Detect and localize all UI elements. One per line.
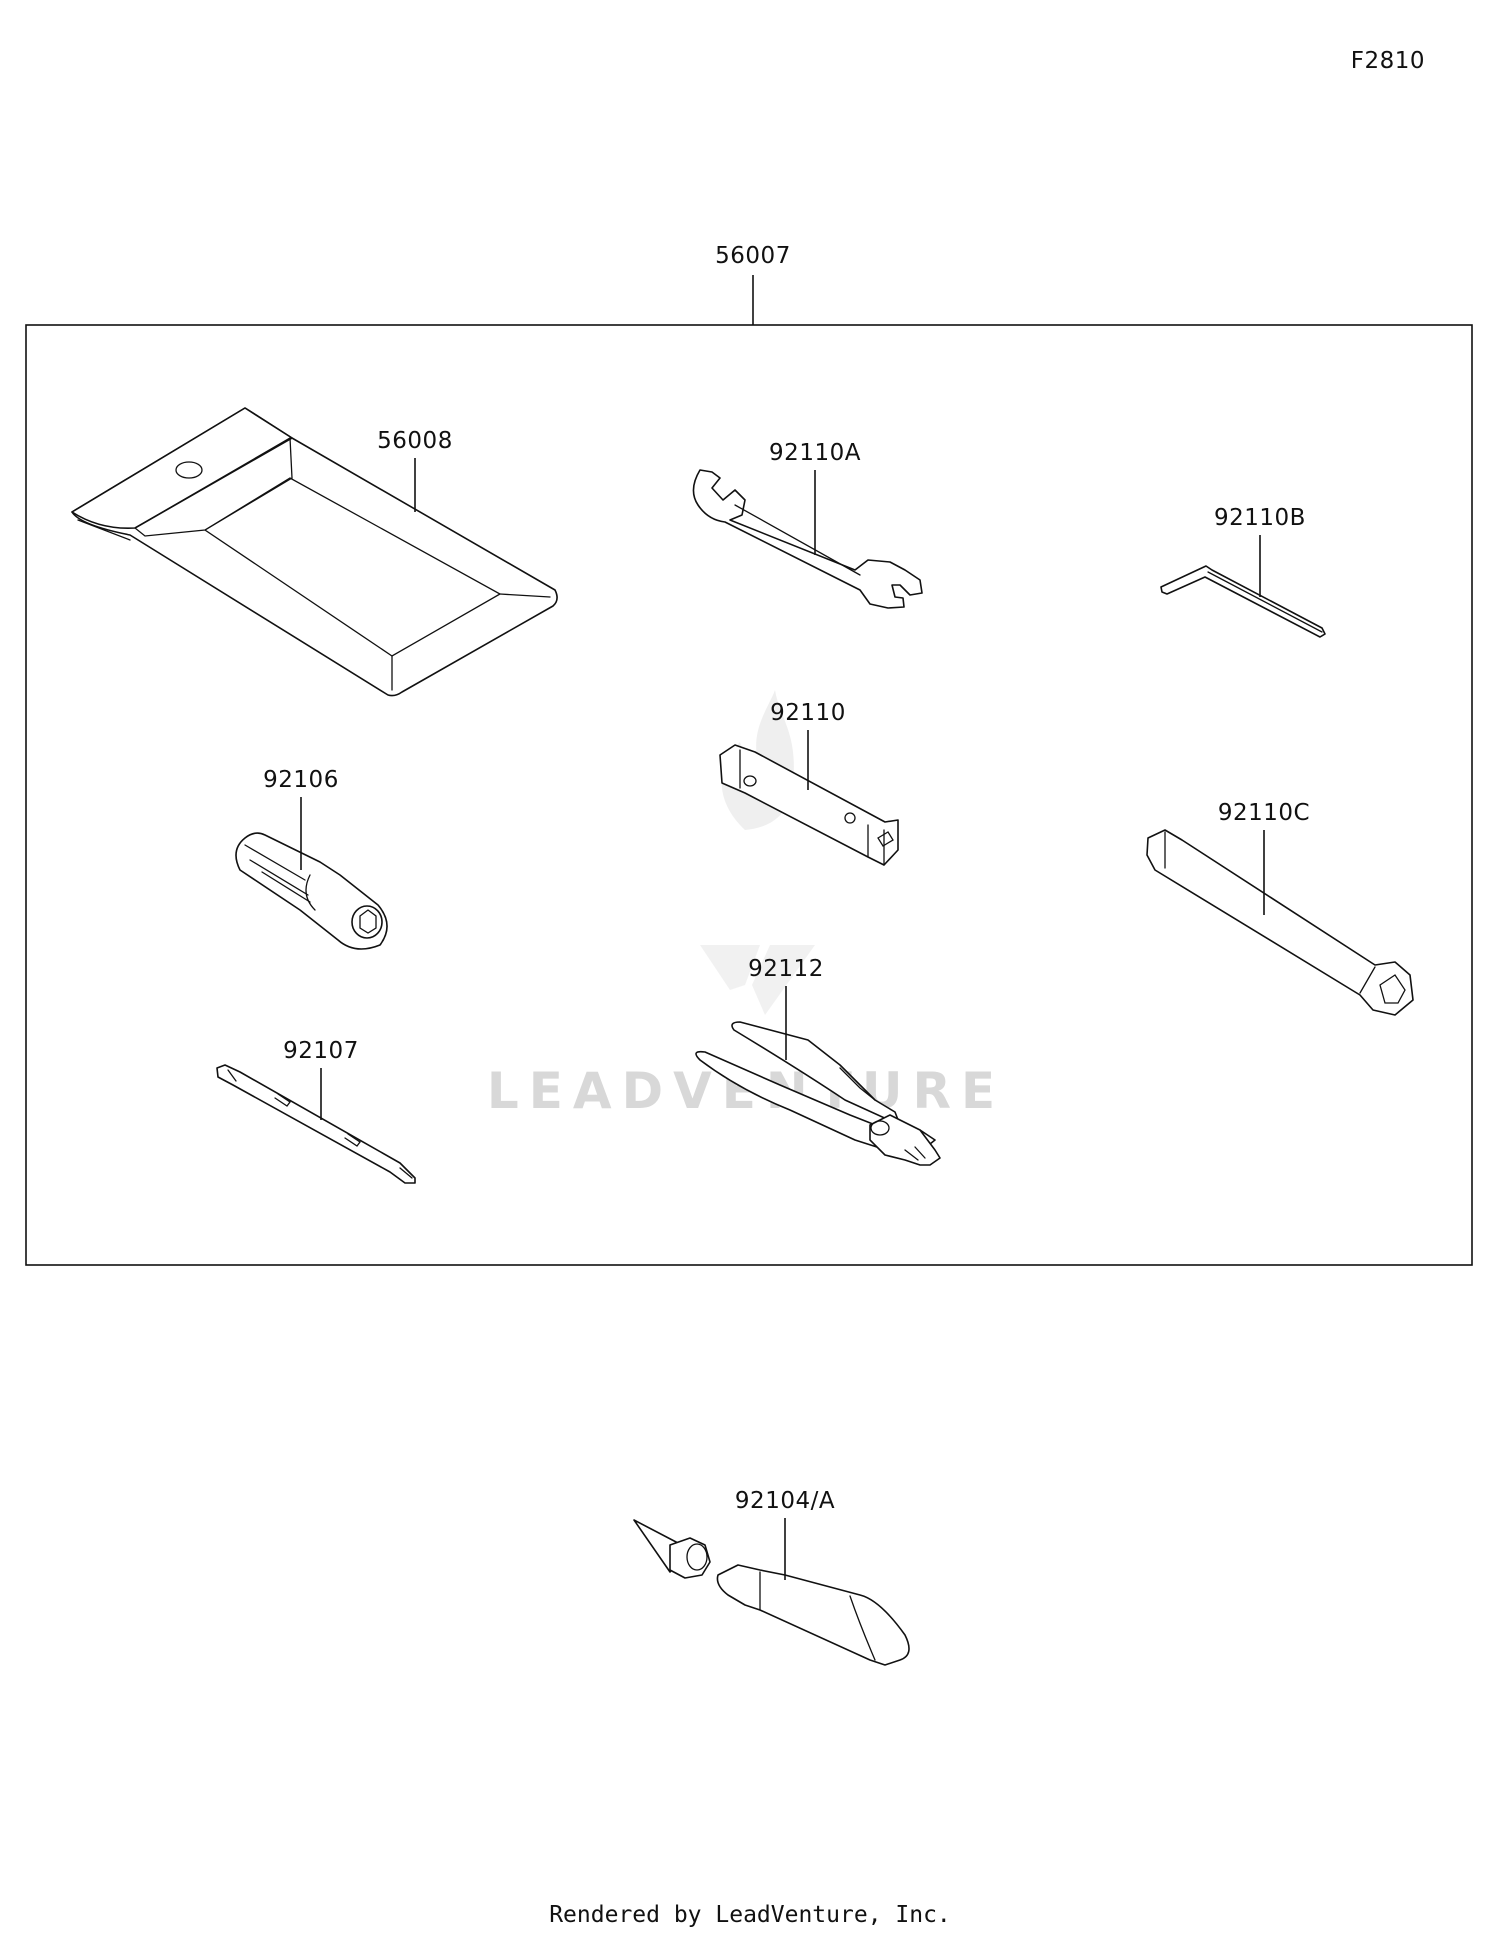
grip-label[interactable]: 92106 <box>263 767 339 793</box>
hex-key[interactable] <box>1160 565 1326 638</box>
footer-credit: Rendered by LeadVenture, Inc. <box>549 1902 951 1928</box>
tire-tool-label[interactable]: 92104/A <box>735 1488 835 1514</box>
figure-code: F2810 <box>1351 48 1425 74</box>
tire-tool[interactable] <box>633 1519 910 1666</box>
hex-key-label[interactable]: 92110B <box>1214 505 1306 531</box>
screwdriver[interactable] <box>216 1064 416 1184</box>
screwdriver-label[interactable]: 92107 <box>283 1038 359 1064</box>
box-wrench-label[interactable]: 92110C <box>1218 800 1310 826</box>
open-end-wrench[interactable] <box>692 469 923 609</box>
tool-bag[interactable] <box>71 407 558 697</box>
plug-wrench-label[interactable]: 92110 <box>770 700 846 726</box>
wrench-label[interactable]: 92110A <box>769 440 861 466</box>
pliers[interactable] <box>695 1021 941 1166</box>
kit-frame <box>25 324 1473 1266</box>
plug-wrench[interactable] <box>719 744 899 866</box>
kit-label[interactable]: 56007 <box>715 243 791 269</box>
pliers-label[interactable]: 92112 <box>748 956 824 982</box>
box-wrench[interactable] <box>1146 829 1414 1016</box>
screwdriver-grip[interactable] <box>235 832 388 950</box>
bag-label[interactable]: 56008 <box>377 428 453 454</box>
